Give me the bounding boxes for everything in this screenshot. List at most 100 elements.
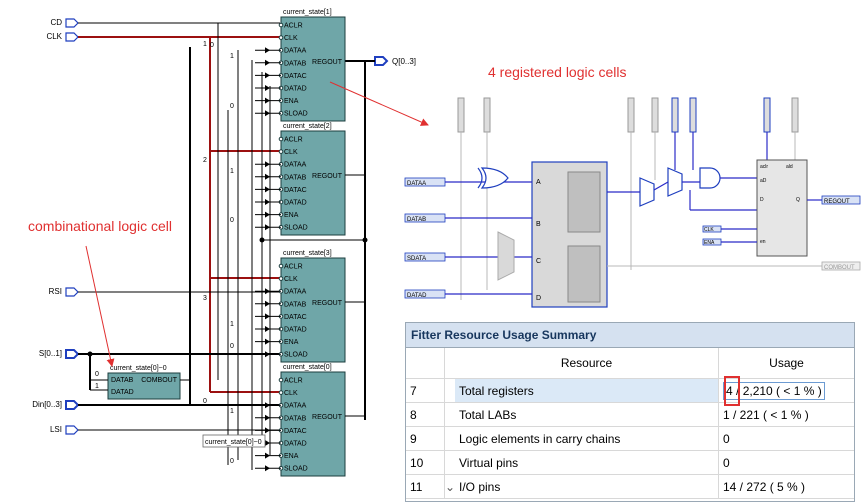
row-usage: 0 [718, 426, 854, 451]
comb-cell-body [107, 372, 181, 400]
port-label: ENA [284, 453, 299, 460]
register-cell[interactable]: current_state[3]ACLRCLKDATAADATABDATACDA… [255, 250, 365, 363]
ff-port-q: Q [796, 197, 800, 203]
column-usage[interactable]: Usage [718, 348, 854, 379]
port-label: DATAA [284, 289, 307, 296]
expand-chevron-icon[interactable]: ⌄ [444, 474, 455, 499]
tech-output-regout [821, 195, 861, 205]
port-pin [278, 377, 284, 383]
port-label: DATAD [284, 441, 307, 448]
register-cell[interactable]: current_state[1]ACLRCLKDATAADATABDATACDA… [255, 9, 365, 122]
pin-value: 1 [230, 321, 234, 328]
table-row[interactable]: 9 Logic elements in carry chains 0 [406, 426, 854, 451]
row-number: 10 [406, 450, 445, 475]
pin-value: 0 [230, 217, 234, 224]
comb-cell[interactable]: current_state[0]~0 DATAB DATAD COMBOUT [107, 365, 181, 400]
port-label: DATAD [284, 200, 307, 207]
tech-mux-2 [667, 167, 683, 197]
port-label: SLOAD [284, 352, 308, 359]
tech-and [699, 167, 721, 189]
comb-port-datad: DATAD [111, 389, 134, 396]
fitter-summary-panel: Fitter Resource Usage Summary Resource U… [405, 322, 855, 502]
pin-label-q: Q[0..3] [392, 57, 416, 66]
row-chev [444, 426, 455, 451]
tech-input-sdata: SDATA [407, 256, 426, 262]
port-label: DATAA [284, 162, 307, 169]
tech-output-combout-label: COMBOUT [824, 265, 855, 271]
fitter-title: Fitter Resource Usage Summary [406, 323, 854, 348]
tech-grey-mux [497, 231, 515, 281]
column-resource[interactable]: Resource [455, 348, 719, 379]
port-label: DATAA [284, 48, 307, 55]
usage-register-count: 4 [726, 383, 733, 398]
port-label: DATAC [284, 314, 307, 321]
pin-label-clk: CLK [46, 32, 62, 41]
input-pin-din[interactable]: Din[0..3] [32, 400, 80, 410]
input-pin-cd[interactable]: CD [50, 18, 79, 28]
ff-port-d: D [760, 197, 764, 203]
usage-highlight: 4 / 2,210 ( < 1 % ) [723, 381, 825, 400]
input-pin-rsi[interactable]: RSI [49, 287, 79, 297]
register-cell-body [280, 371, 346, 477]
ff-port-ad: aD [760, 178, 767, 184]
tech-inputs: DATAA DATAB SDATA DATAD [404, 177, 446, 299]
s-bus-junction [87, 351, 93, 357]
register-cell-body [280, 257, 346, 363]
row-usage: 0 [718, 450, 854, 475]
pin-label-cd: CD [50, 18, 62, 27]
port-pin [278, 276, 284, 281]
usage-register-total: / 2,210 ( < 1 % ) [732, 383, 822, 398]
bus-index-3: 3 [203, 295, 207, 302]
tech-map: A B C D DATAA DATAB SDATA DATAD [404, 97, 861, 308]
input-pin-lsi[interactable]: LSI [50, 425, 79, 435]
table-row[interactable]: 11 ⌄ I/O pins 14 / 272 ( 5 % ) [406, 474, 854, 499]
input-pin-s[interactable]: S[0..1] [39, 349, 80, 359]
annotation-arrow-registered [329, 81, 429, 126]
tech-ena-label: ENA [704, 240, 715, 246]
register-cell[interactable]: current_state[0]ACLRCLKDATAADATABDATACDA… [255, 364, 365, 477]
tech-clk-label: CLK [704, 227, 714, 233]
port-label: DATAB [284, 60, 307, 67]
table-row[interactable]: 10 Virtual pins 0 [406, 450, 854, 475]
row-resource: Total LABs [455, 402, 719, 427]
output-junction [362, 237, 368, 243]
port-label: DATAC [284, 428, 307, 435]
port-regout: REGOUT [312, 173, 343, 180]
table-row[interactable]: 7 Total registers 4 / 2,210 ( < 1 % ) [406, 378, 854, 403]
port-label: DATAA [284, 403, 307, 410]
ff-port-aclr: aclr [760, 164, 768, 170]
output-pin-q[interactable]: Q[0..3] [374, 56, 416, 66]
annotation-registered-cells: 4 registered logic cells [488, 64, 627, 80]
register-cell[interactable]: current_state[2]ACLRCLKDATAADATABDATACDA… [255, 123, 365, 236]
port-label: ENA [284, 339, 299, 346]
pin-value: 1 [230, 53, 234, 60]
tech-xor [480, 167, 509, 189]
port-label: SLOAD [284, 111, 308, 118]
register-cell-title: current_state[0] [283, 364, 332, 371]
port-label: DATAB [284, 415, 307, 422]
comb-cell-title: current_state[0]~0 [110, 365, 167, 372]
pin-value: 0 [230, 103, 234, 110]
input-pin-clk[interactable]: CLK [46, 32, 79, 42]
port-pin [278, 390, 284, 395]
port-label: CLK [284, 149, 298, 156]
port-pin [278, 136, 284, 142]
pin-value: 0 [230, 343, 234, 350]
row-resource: Virtual pins [455, 450, 719, 475]
row-resource: I/O pins [455, 474, 719, 499]
feedback-junction [259, 237, 265, 243]
annotation-combinational-cell: combinational logic cell [28, 218, 172, 234]
port-regout: REGOUT [312, 300, 343, 307]
ff-port-ald: ald [786, 164, 793, 170]
port-label: ENA [284, 212, 299, 219]
bus-index-0: 0 [203, 398, 207, 405]
port-regout: REGOUT [312, 414, 343, 421]
table-row[interactable]: 8 Total LABs 1 / 221 ( < 1 % ) [406, 402, 854, 427]
tech-mux-1 [639, 177, 655, 207]
port-label: CLK [284, 35, 298, 42]
row-number: 11 [406, 474, 445, 499]
ff-port-en: en [760, 239, 766, 245]
highlight-box [724, 376, 740, 406]
pin-value: 0 [230, 458, 234, 465]
